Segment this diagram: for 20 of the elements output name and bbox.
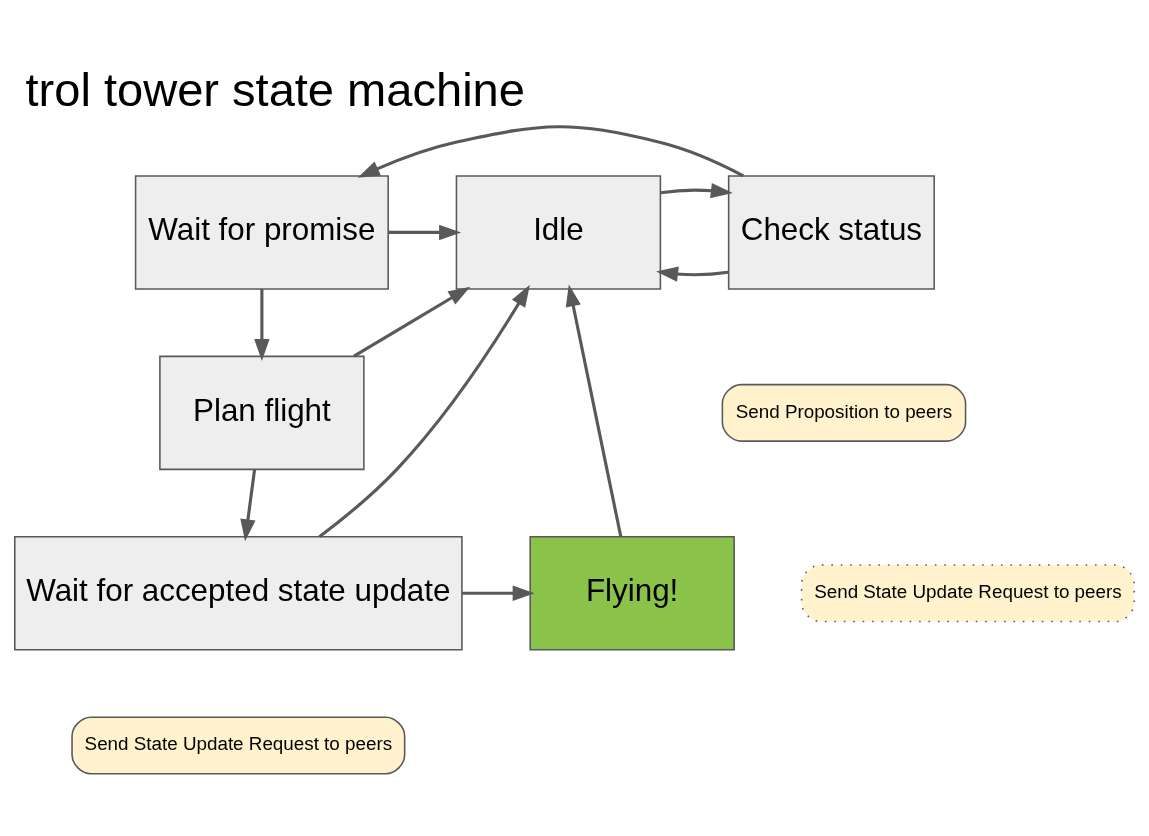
arrow: [565, 284, 623, 537]
node-box: Send State Update Request to peers: [800, 564, 1135, 623]
node-box: Flying!: [529, 536, 735, 651]
arrow: [660, 182, 733, 199]
arrow: [254, 289, 270, 361]
node-box: Idle: [455, 175, 662, 290]
node-box: Wait for accepted state update: [14, 536, 463, 651]
arrow: [357, 125, 745, 178]
arrow: [656, 266, 729, 282]
arrow: [388, 224, 462, 241]
arrow: [240, 469, 257, 542]
node-box: Send Proposition to peers: [721, 383, 967, 442]
node-box: Plan flight: [159, 355, 365, 471]
node-box: Send State Update Request to peers: [71, 716, 406, 775]
arrow: [318, 284, 530, 539]
diagram-title: trol tower state machine: [25, 63, 525, 117]
node-box: Check status: [727, 175, 935, 290]
node-box: Wait for promise: [134, 175, 389, 290]
arrow: [353, 286, 471, 358]
arrow: [462, 585, 535, 601]
